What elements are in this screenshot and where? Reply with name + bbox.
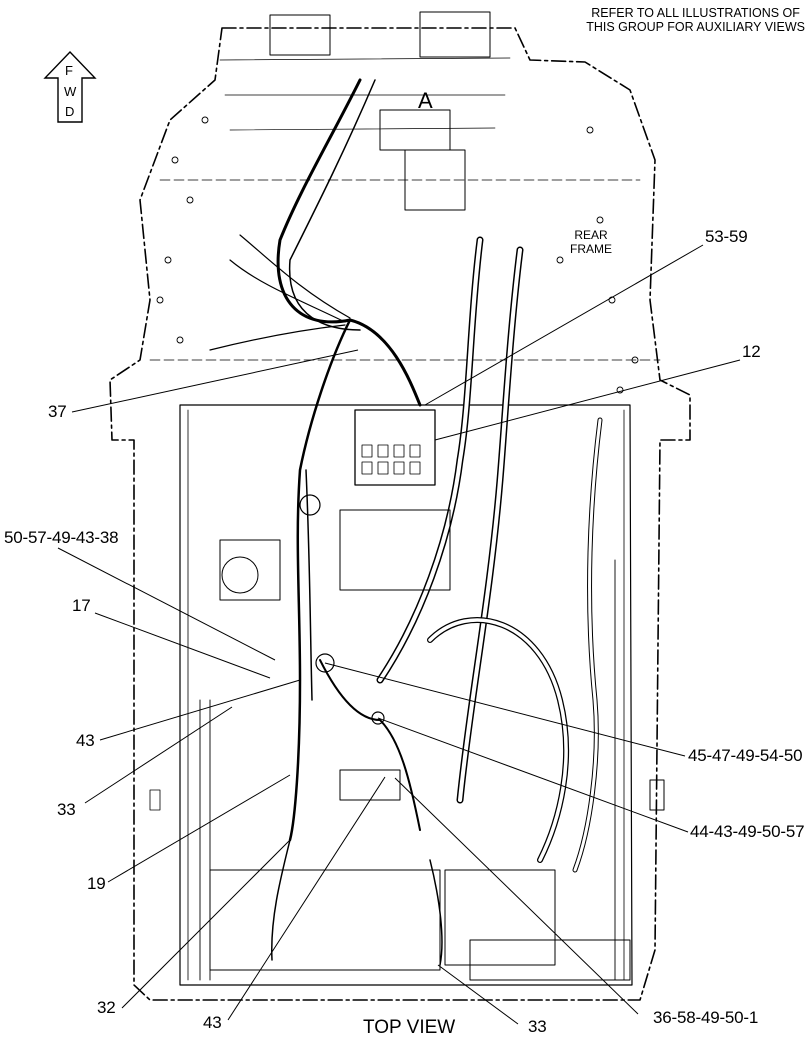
forward-direction-indicator: F W D [44,52,96,124]
leader-50-57 [57,547,276,661]
leader-12 [434,359,741,441]
leader-32 [121,839,291,1009]
callout-53-59: 53-59 [705,227,748,246]
leader-36-58 [394,777,639,1015]
callout-43-left: 43 [76,731,95,750]
leader-44-43 [377,717,689,833]
relay-panel [354,409,436,486]
callout-17: 17 [72,596,91,615]
leader-17 [94,612,271,679]
callout-43-bottom: 43 [203,1013,222,1032]
leader-45-47 [324,662,686,757]
fwd-letter-w: W [64,84,77,99]
leader-37 [71,349,359,413]
callout-12: 12 [742,342,761,361]
up-arrow-icon [43,50,97,123]
frame-label-line-1: REAR [574,228,608,242]
leader-43-left [99,679,301,741]
leader-33-bottom [437,964,519,1025]
auxiliary-views-note: REFER TO ALL ILLUSTRATIONS OF THIS GROUP… [586,6,805,34]
callout-44-43-49-50-57: 44-43-49-50-57 [690,822,805,841]
callout-19: 19 [87,874,106,893]
callout-33-left: 33 [57,800,76,819]
leader-43-bottom [227,776,386,1021]
frame-outline [109,27,691,1001]
callout-50-57-49-43-38: 50-57-49-43-38 [4,528,119,547]
leader-33-left [84,706,233,804]
fwd-letter-d: D [65,104,75,119]
callout-33-bottom: 33 [528,1017,547,1036]
harness-main [276,78,422,407]
frame-label-line-2: FRAME [570,242,612,256]
view-title: TOP VIEW [363,1017,456,1038]
callout-36-58-49-50-1: 36-58-49-50-1 [653,1008,759,1027]
hose-large [376,236,484,684]
lower-frame [179,404,633,986]
rear-frame-label: REAR FRAME [570,228,612,256]
callout-32: 32 [97,998,116,1017]
callout-37: 37 [48,402,67,421]
leader-53-59 [424,244,704,406]
note-line-2: THIS GROUP FOR AUXILIARY VIEWS [586,20,805,34]
note-line-1: REFER TO ALL ILLUSTRATIONS OF [591,6,800,20]
callout-45-47-49-54-50: 45-47-49-54-50 [688,746,803,765]
fwd-letter-f: F [65,63,73,78]
leader-19 [107,774,291,883]
view-letter-a: A [418,88,433,113]
